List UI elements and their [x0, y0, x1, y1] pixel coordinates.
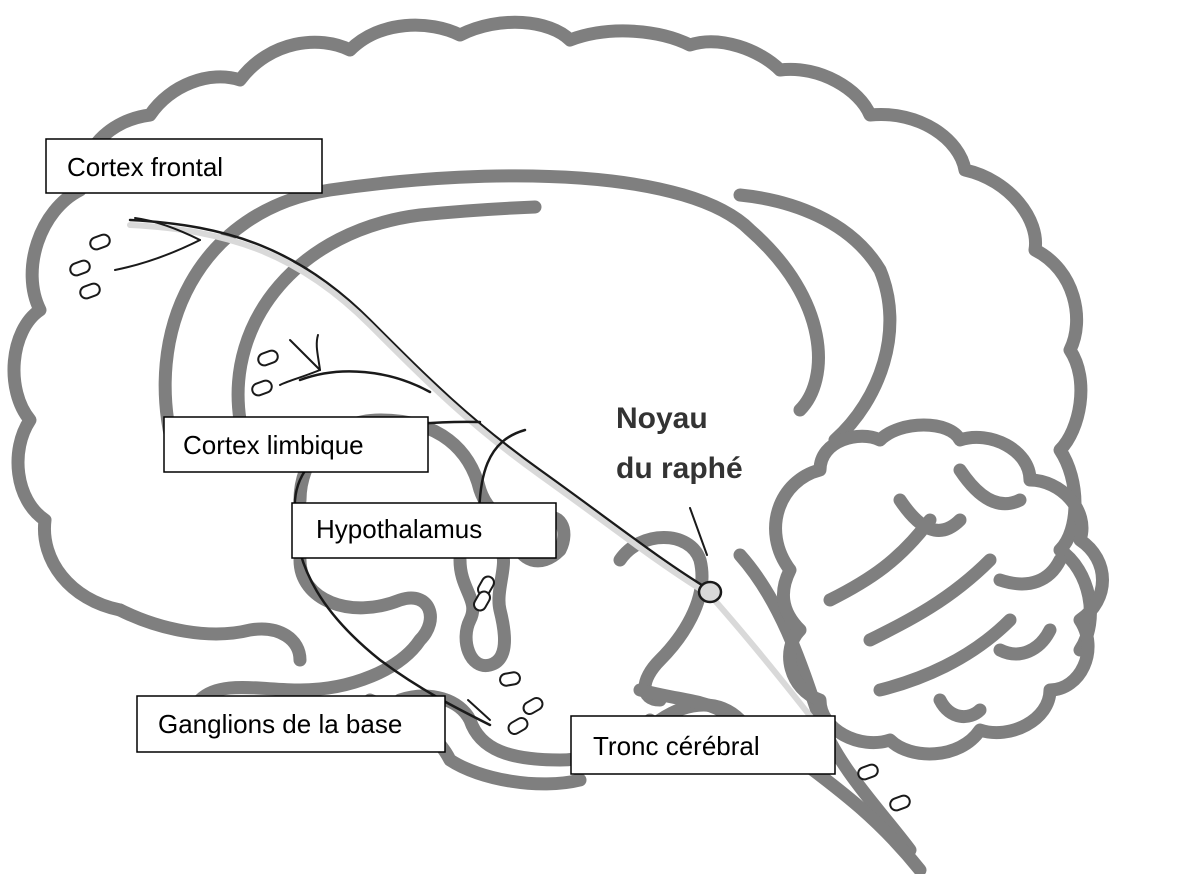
limbic-fork-upper	[290, 340, 320, 370]
label-ganglions-base-text: Ganglions de la base	[158, 709, 402, 739]
frontal-base-contour	[120, 610, 300, 660]
label-cortex-limbique-text: Cortex limbique	[183, 430, 364, 460]
cerebellum-folia	[830, 470, 1060, 717]
label-noyau-line2: du raphé	[616, 452, 743, 485]
vesicles-basal	[499, 671, 545, 736]
label-cortex-frontal: Cortex frontal	[46, 139, 322, 193]
limbic-fork-upper2	[317, 335, 320, 370]
frontal-branch-lower	[115, 240, 200, 270]
label-cortex-frontal-text: Cortex frontal	[67, 152, 223, 182]
label-tronc-cerebral: Tronc cérébral	[571, 716, 835, 774]
limbic-fork-lower	[280, 370, 320, 385]
label-cortex-limbique: Cortex limbique	[164, 417, 428, 472]
limbic-branch-outline	[300, 371, 430, 392]
label-noyau-line1: Noyau	[616, 402, 708, 435]
label-noyau-raphe: Noyau du raphé	[616, 402, 743, 485]
label-hypothalamus-text: Hypothalamus	[316, 514, 482, 544]
raphe-nucleus-cell	[699, 582, 721, 602]
label-hypothalamus: Hypothalamus	[292, 503, 556, 558]
inner-callosum	[238, 207, 535, 420]
vesicles-limbic	[251, 349, 280, 397]
vesicles-frontal	[69, 233, 112, 300]
label-ganglions-base: Ganglions de la base	[137, 696, 445, 752]
label-tronc-cerebral-text: Tronc cérébral	[593, 731, 760, 761]
